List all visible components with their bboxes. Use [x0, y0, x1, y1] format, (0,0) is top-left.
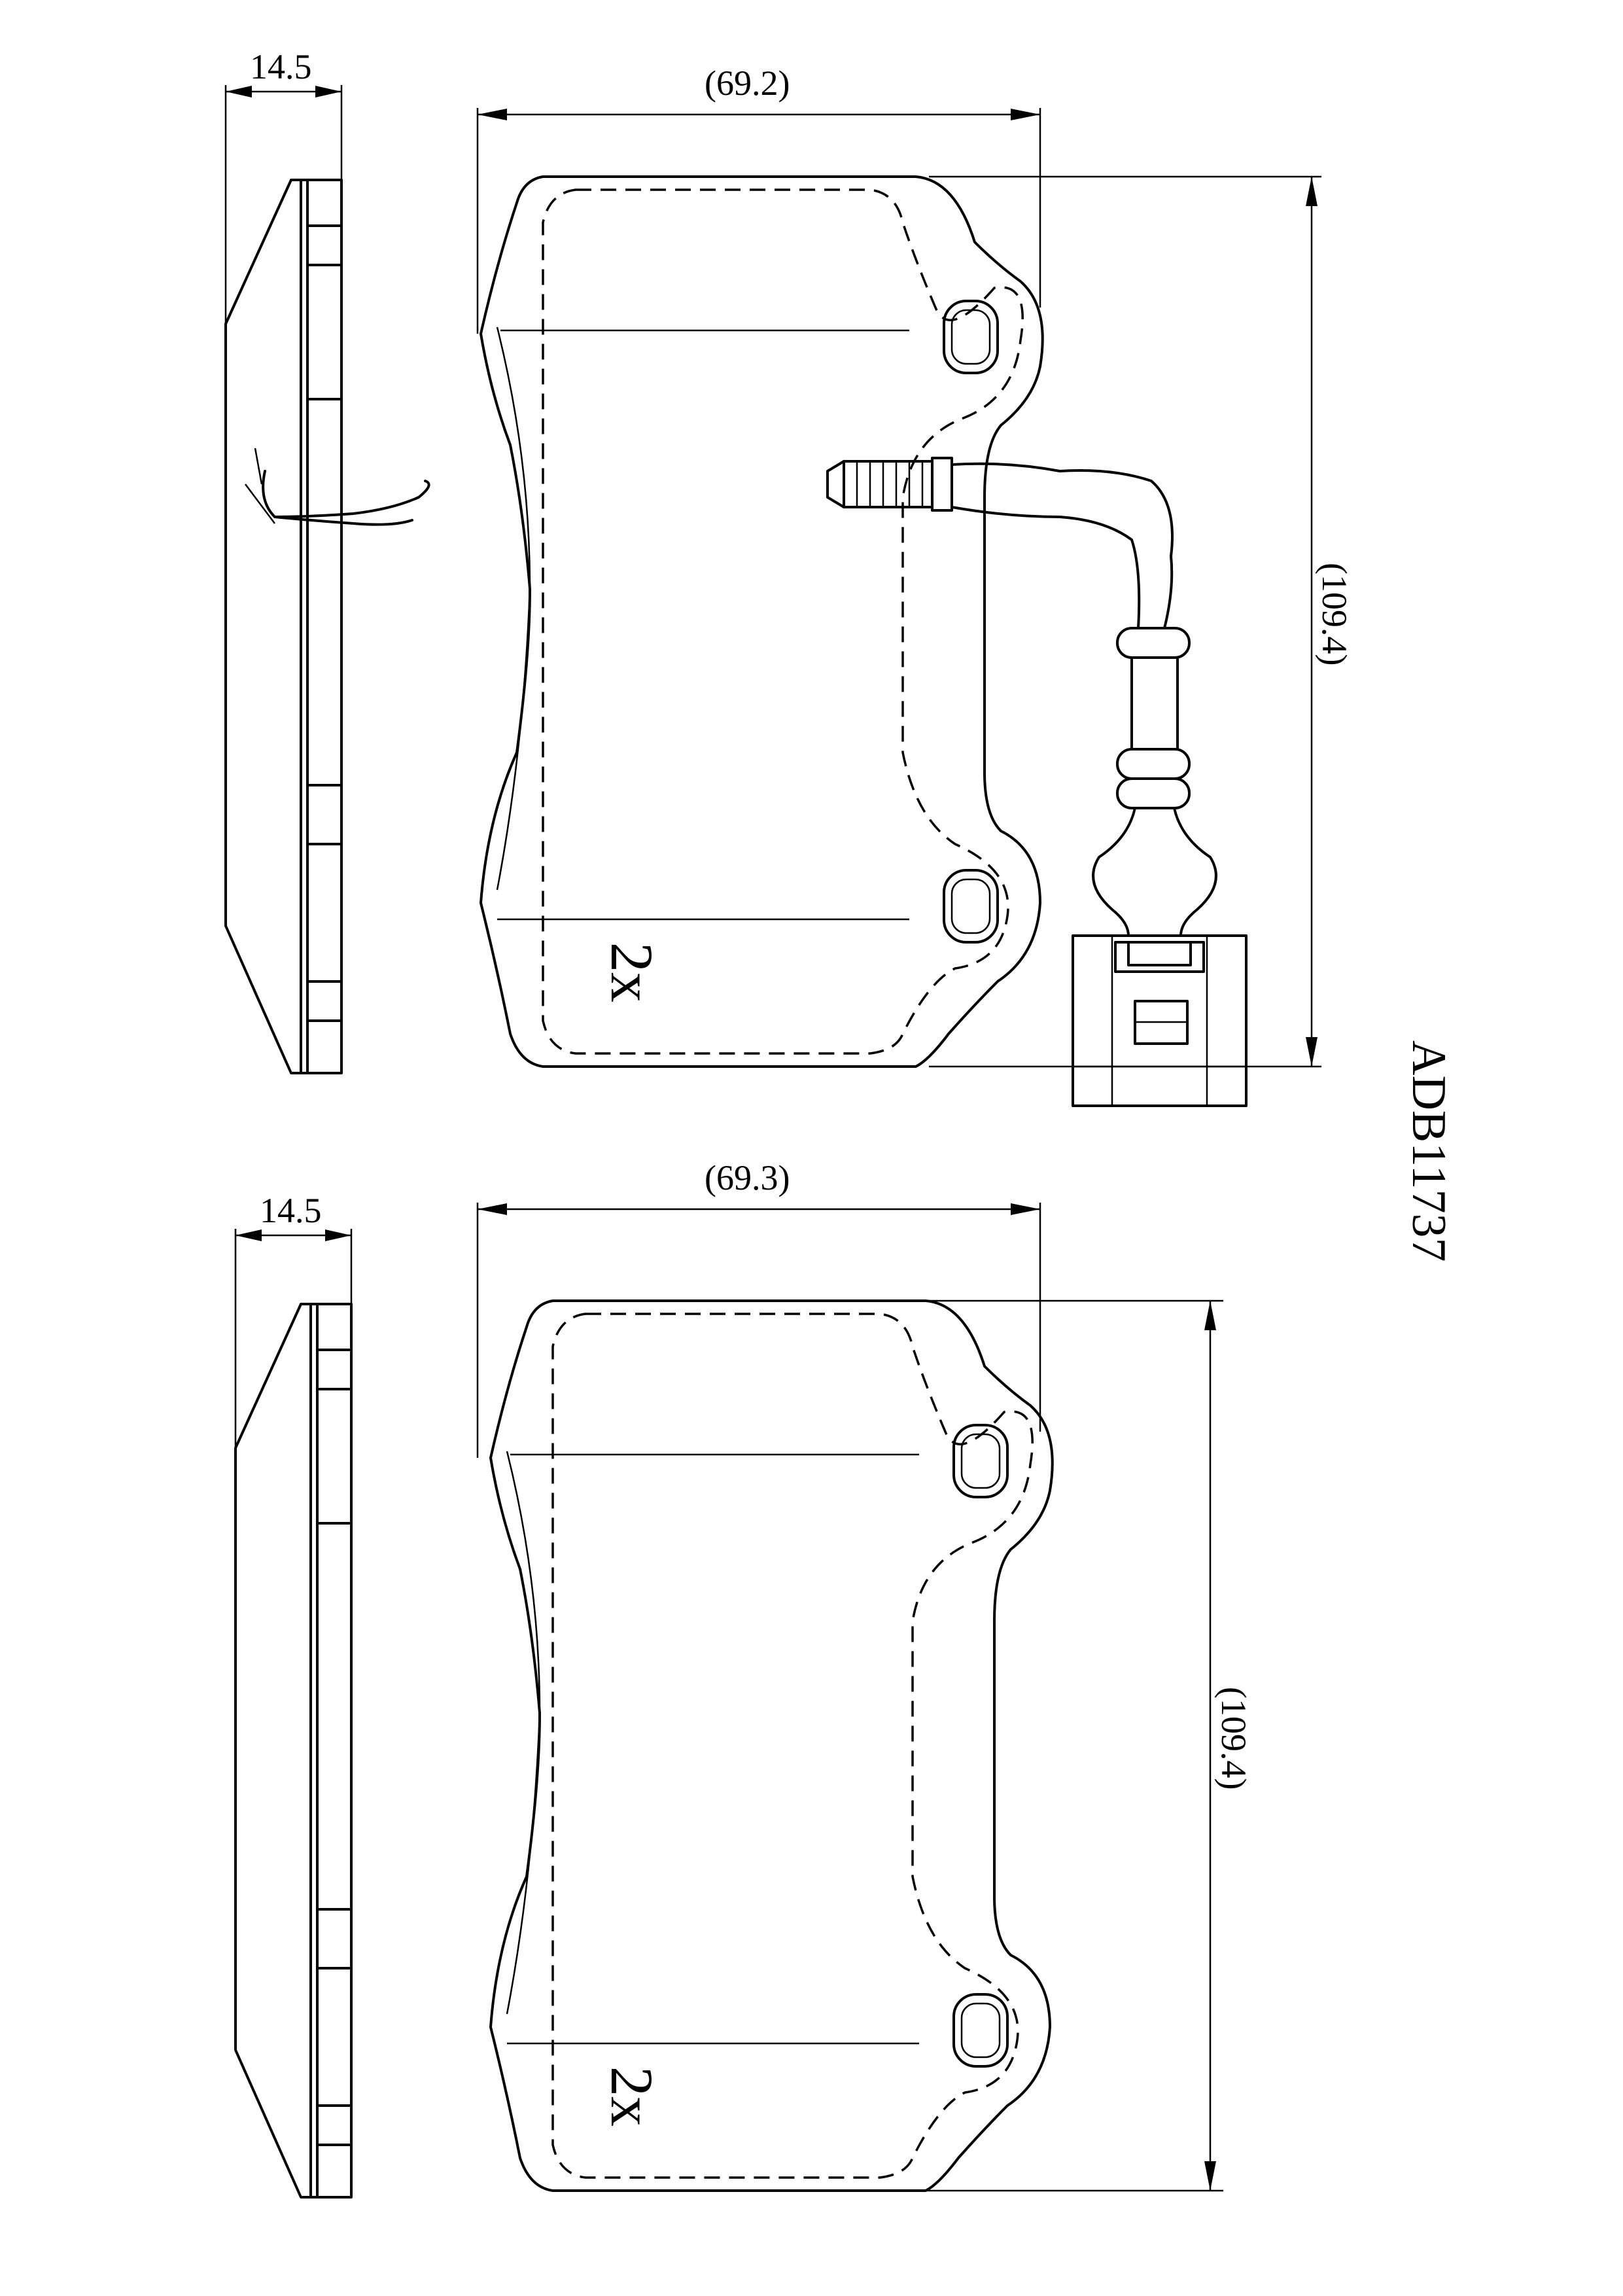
side-profile-view-2: [234, 1303, 353, 2199]
quantity-label-view-1: 2x: [599, 942, 665, 1002]
view-2: 14.5 (69.3) (109.4) 2x: [234, 1158, 1253, 2199]
height-label-view-2: (109.4): [1214, 1687, 1253, 1790]
part-number: ADB11737: [1402, 1040, 1456, 1262]
pad-face-view-2: [489, 1299, 1054, 2192]
width-label-view-1: (69.2): [705, 63, 790, 103]
thickness-dimension-view-1: 14.5: [224, 47, 343, 324]
width-dimension-view-1: (69.2): [476, 63, 1041, 334]
width-dimension-view-2: (69.3): [476, 1158, 1041, 1458]
wear-sensor: [826, 457, 1248, 1107]
height-dimension-view-2: (109.4): [926, 1299, 1253, 2192]
quantity-label-view-2: 2x: [599, 2066, 665, 2127]
thickness-label-view-2: 14.5: [260, 1191, 322, 1230]
side-profile-view-1: [224, 179, 430, 1074]
height-label-view-1: (109.4): [1315, 563, 1354, 665]
thickness-label-view-1: 14.5: [250, 47, 312, 86]
pad-face-view-1: [480, 175, 1044, 1068]
thickness-dimension-view-2: 14.5: [234, 1191, 353, 1448]
height-dimension-view-1: (109.4): [929, 175, 1354, 1068]
width-label-view-2: (69.3): [705, 1158, 790, 1197]
view-1: 14.5 (69.2): [224, 47, 1354, 1107]
